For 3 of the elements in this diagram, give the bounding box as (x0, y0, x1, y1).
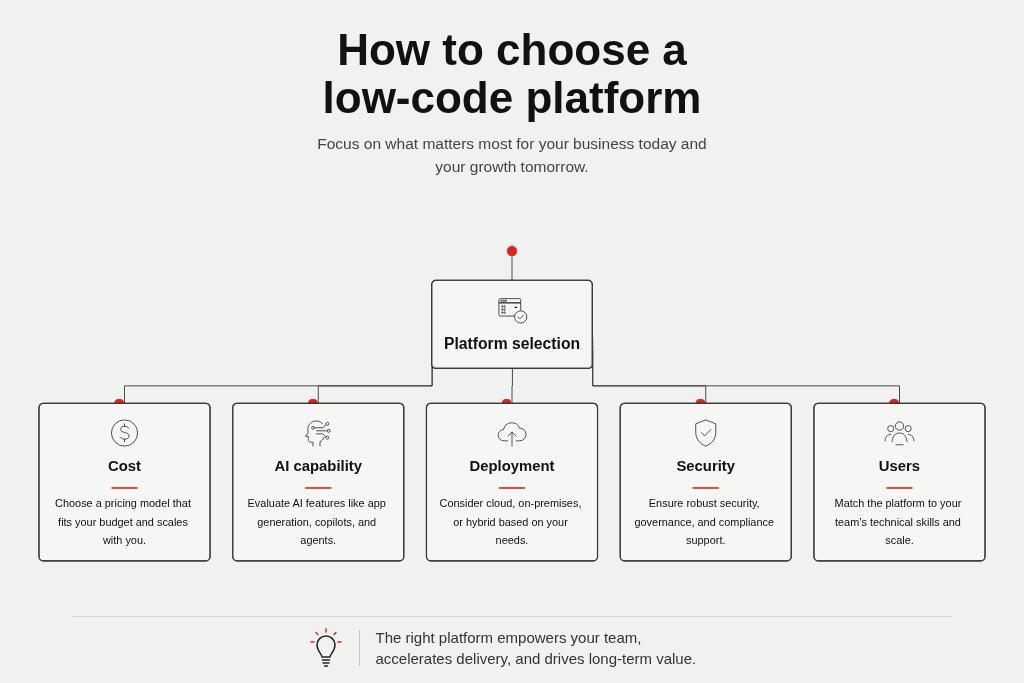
title: How to choose a low-code platform (321, 26, 703, 122)
note-text: The right platform empowers your team, accelerates delivery, and drives long-term value. (375, 628, 698, 669)
subtitle: Focus on what matters most for your business today and your growth tomorrow. (317, 134, 707, 177)
